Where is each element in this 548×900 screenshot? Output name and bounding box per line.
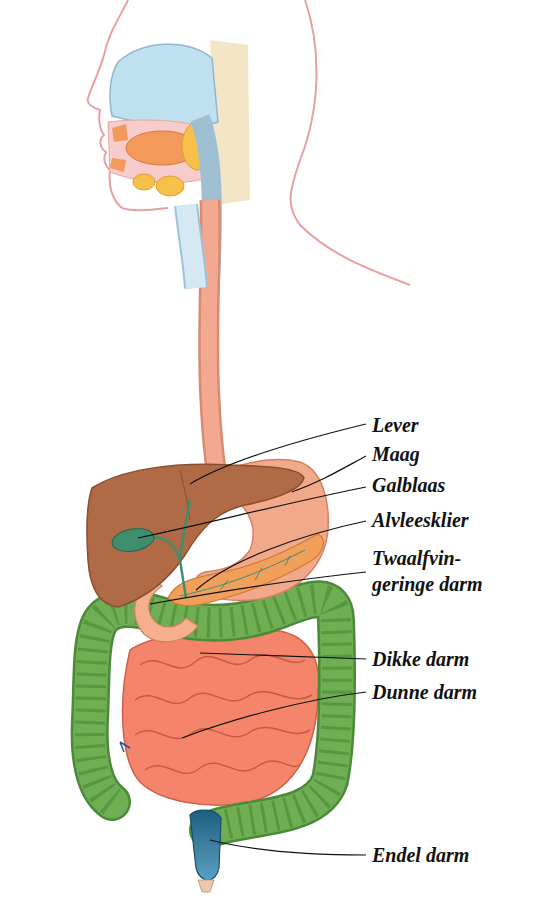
colon (90, 599, 337, 830)
organ-label: Endel darm (372, 842, 542, 868)
nasal-cavity (110, 44, 218, 127)
anus (198, 880, 214, 892)
teeth (110, 124, 128, 172)
leader-line (210, 840, 366, 855)
leader-line (182, 692, 366, 738)
intestine-fold (145, 761, 300, 773)
intestine-fold (140, 655, 305, 668)
leader-lines (138, 424, 366, 855)
organ-label: Alvleesklier (372, 507, 542, 533)
rectum (190, 810, 221, 880)
esophagus-outline (209, 200, 218, 482)
organ-label: Twaalfvin- geringe darm (372, 545, 522, 597)
colon-outline (90, 599, 337, 830)
salivary-gland (156, 176, 184, 196)
organ-label: Lever (372, 412, 542, 438)
trachea-outline (186, 205, 196, 288)
trachea (186, 205, 196, 288)
intestine-fold (135, 727, 310, 738)
salivary-gland (133, 174, 155, 190)
liver (87, 464, 304, 607)
leader-line (200, 653, 366, 659)
leader-line (196, 521, 366, 590)
organ-label: Dikke darm (372, 646, 542, 672)
esophagus (209, 200, 218, 482)
large-intestine (90, 599, 337, 830)
leader-line (138, 487, 366, 538)
organ-label: Dunne darm (372, 679, 542, 705)
organ-label: Maag (372, 441, 542, 467)
organ-label: Galblaas (372, 472, 542, 498)
pancreatic-duct (180, 550, 305, 596)
neck-outline (291, 0, 410, 285)
gallbladder (110, 526, 155, 555)
leader-line (292, 456, 366, 492)
bile-duct (150, 500, 190, 598)
intestine-fold (135, 692, 312, 704)
valve-arrow (120, 742, 130, 752)
leader-line (190, 424, 366, 484)
colon-haustra (90, 599, 337, 830)
head (88, 0, 410, 285)
leader-line (150, 572, 366, 604)
